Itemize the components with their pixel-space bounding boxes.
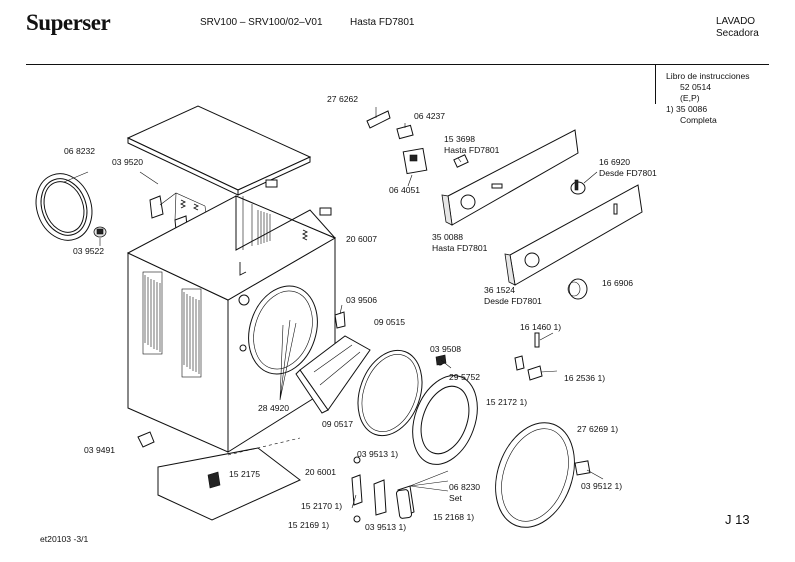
lamp-153698-part <box>453 154 469 168</box>
handle-152168-part <box>395 489 413 519</box>
label-152168: 15 2168 1) <box>433 512 475 522</box>
label-276262: 27 6262 <box>327 94 359 104</box>
label-090515: 09 0515 <box>374 317 406 327</box>
bracket-276262-part <box>366 110 391 129</box>
control-panel-desde-part <box>504 184 643 286</box>
label-166920: 16 6920 <box>599 157 631 167</box>
page-id: J 13 <box>725 512 750 527</box>
category-label: LAVADO <box>716 16 756 27</box>
clip-039522-part <box>93 226 107 238</box>
control-panel-hasta-part <box>441 129 579 226</box>
hook-152175-part <box>207 471 221 489</box>
header-divider <box>26 64 769 65</box>
label-153698: 15 3698 <box>444 134 476 144</box>
label-152175: 15 2175 <box>229 469 261 479</box>
label-039508: 03 9508 <box>430 344 462 354</box>
label-068230: 06 8230 <box>449 482 481 492</box>
label-039512: 03 9512 1) <box>581 481 623 491</box>
base-panel-part <box>157 447 301 521</box>
label-039520: 03 9520 <box>112 157 144 167</box>
label-039491: 03 9491 <box>84 445 116 455</box>
label-064051: 06 4051 <box>389 185 421 195</box>
micro-152172-part <box>514 355 525 371</box>
leader-lines <box>63 107 604 509</box>
serial-range: Hasta FD7801 <box>350 17 415 28</box>
label-068232: 06 8232 <box>64 146 96 156</box>
label-361524-note: Desde FD7801 <box>484 296 542 306</box>
label-152172: 15 2172 1) <box>486 397 528 407</box>
manual-title: Libro de instrucciones <box>666 71 750 81</box>
latch-039506-part <box>334 311 346 329</box>
label-039522: 03 9522 <box>73 246 105 256</box>
door-switch-wire-part <box>239 262 247 276</box>
label-039513-top: 03 9513 1) <box>357 449 399 459</box>
filter-drawer-part <box>295 335 371 414</box>
manual-languages: (E,P) <box>680 93 700 103</box>
knob-166906-part <box>567 278 588 300</box>
label-206001: 20 6001 <box>305 467 337 477</box>
model-code: SRV100 – SRV100/02–V01 <box>200 17 323 28</box>
spacer-tab-part <box>265 179 278 188</box>
manual-divider <box>655 64 656 104</box>
clip-162536-part <box>527 365 543 381</box>
door-inner-ring-part <box>357 349 423 437</box>
pin-161460-part <box>534 332 540 348</box>
brand-logo: Superser <box>26 10 111 35</box>
footer-code: et20103 -3/1 <box>40 534 89 544</box>
label-153698-note: Hasta FD7801 <box>444 145 500 155</box>
manual-complete-note: Completa <box>680 115 717 125</box>
door-frame-part <box>412 358 478 465</box>
hose-206007-part <box>301 229 309 241</box>
top-cover-part <box>126 105 312 196</box>
label-039513-bottom: 03 9513 1) <box>365 522 407 532</box>
label-350088-note: Hasta FD7801 <box>432 243 488 253</box>
door-seal-ring-part <box>35 173 93 241</box>
label-152169: 15 2169 1) <box>288 520 330 530</box>
label-166906: 16 6906 <box>602 278 634 288</box>
label-162536: 16 2536 1) <box>564 373 606 383</box>
label-152170: 15 2170 1) <box>301 501 343 511</box>
cabinet-body-part <box>126 195 337 453</box>
label-350088: 35 0088 <box>432 232 464 242</box>
label-284920: 28 4920 <box>258 403 290 413</box>
switch-064237-part <box>396 124 414 140</box>
outer-door-part <box>495 422 591 528</box>
label-361524: 36 1524 <box>484 285 516 295</box>
label-161460: 16 1460 1) <box>520 322 562 332</box>
manual-code: 52 0514 <box>680 82 712 92</box>
label-206007: 20 6007 <box>346 234 378 244</box>
label-295752: 29 5752 <box>449 372 481 382</box>
label-064237: 06 4237 <box>414 111 446 121</box>
spacer-tab-part <box>319 207 332 216</box>
label-166920-note: Desde FD7801 <box>599 168 657 178</box>
subcategory-label: Secadora <box>716 28 759 39</box>
label-068230-note: Set <box>449 493 462 503</box>
label-090517: 09 0517 <box>322 419 354 429</box>
label-276269: 27 6269 1) <box>577 424 619 434</box>
switch-064051-part <box>402 147 428 175</box>
label-039506: 03 9506 <box>346 295 378 305</box>
manual-complete-code: 1) 35 0086 <box>666 104 708 114</box>
knob-166920-part <box>570 179 586 195</box>
foot-039491-part <box>137 431 155 448</box>
